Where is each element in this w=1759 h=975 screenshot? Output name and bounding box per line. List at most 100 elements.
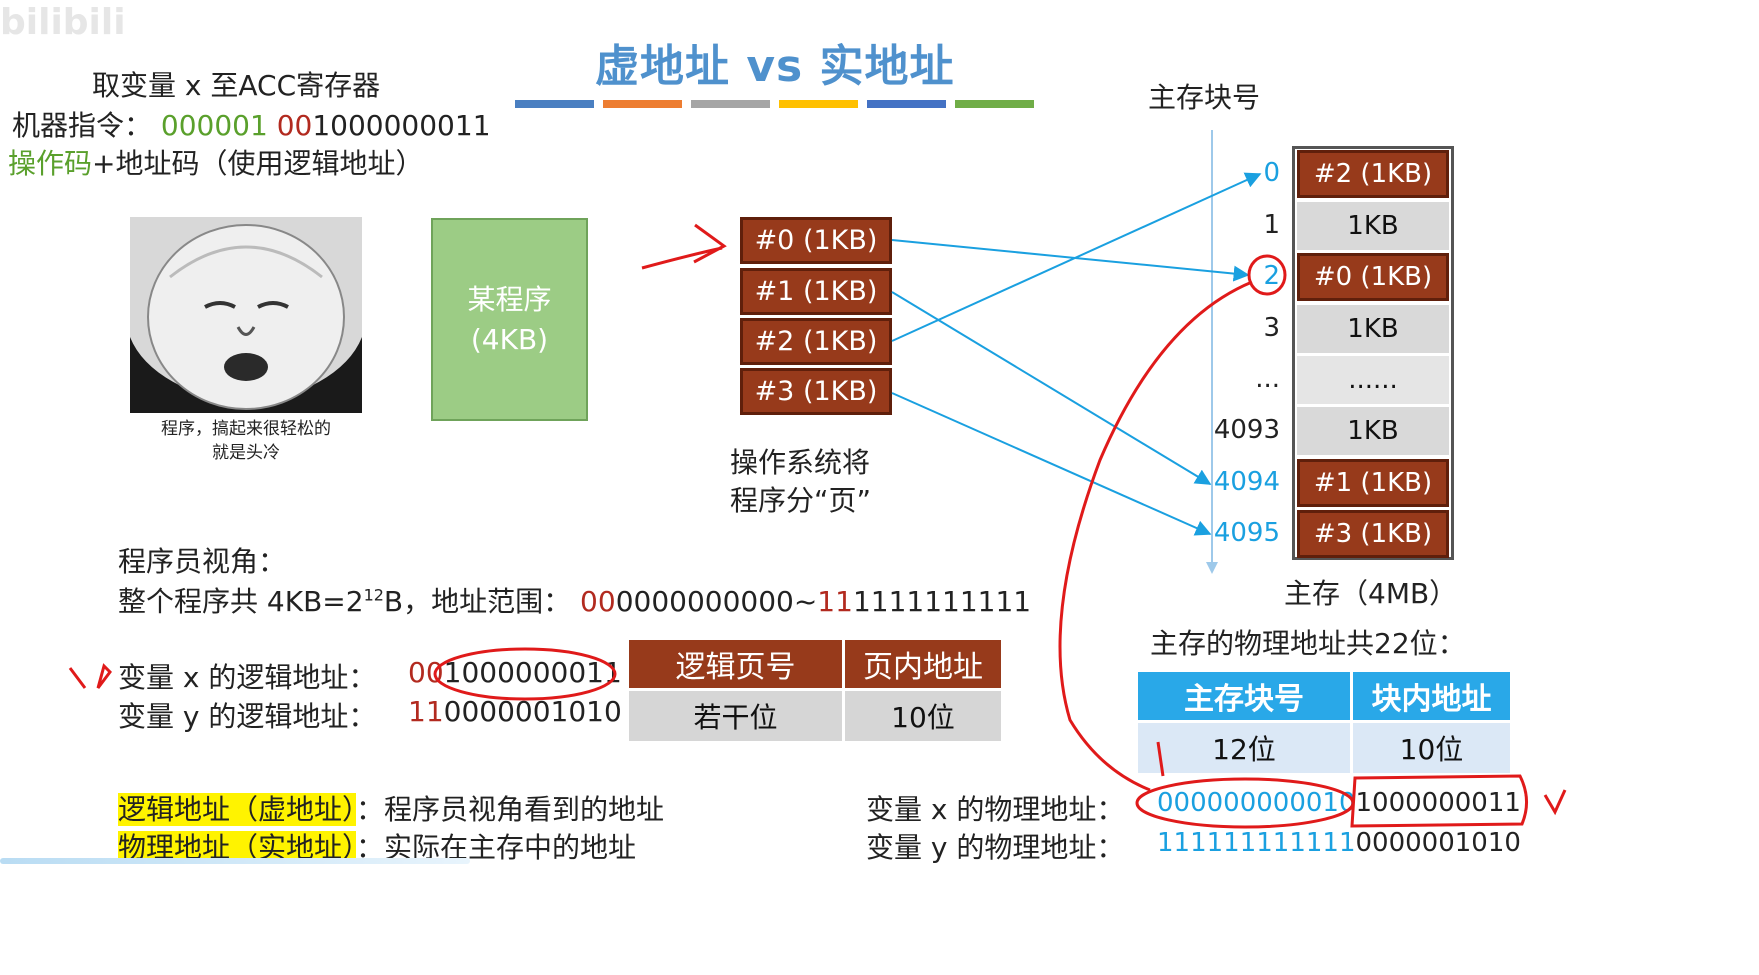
page-title: 虚地址 vs 实地址	[595, 41, 955, 92]
red-circle-physical-block-icon	[1135, 777, 1355, 829]
title-underline-segment	[691, 100, 770, 108]
instruction-line2: 机器指令： 000001 001000000011	[12, 104, 491, 144]
logical-y-red: 11	[408, 695, 444, 728]
red-curve-to-physical-icon	[1058, 280, 1253, 792]
memory-block-index: 2	[1263, 261, 1280, 291]
physical-table-header-block: 主存块号	[1138, 672, 1350, 720]
memory-block-index: ...	[1255, 364, 1280, 394]
red-pointer-arrow-icon	[641, 223, 727, 270]
logical-x-red: 00	[408, 656, 444, 689]
memory-cell: #1 (1KB)	[1297, 459, 1449, 507]
watermark: bilibili	[0, 2, 126, 43]
physical-table-cell-offset: 10位	[1353, 723, 1510, 773]
meme-face-icon	[130, 217, 362, 413]
program-box: 某程序 (4KB)	[431, 218, 588, 421]
logical-x-value: 001000000011	[408, 656, 622, 689]
logical-table-header-offset: 页内地址	[845, 640, 1001, 688]
memory-cell: 1KB	[1297, 202, 1449, 250]
memory-axis-arrow-icon	[1206, 562, 1218, 574]
memory-cell: #2 (1KB)	[1297, 150, 1449, 198]
meme-caption: 程序，搞起来很轻松的 就是头冷	[130, 417, 362, 465]
range-red2: 11	[817, 585, 853, 618]
map-arrow-1	[891, 291, 1212, 485]
physical-x-value: 0000000000101000000011	[1157, 788, 1521, 818]
definition-logical: 逻辑地址（虚地址）：程序员视角看到的地址	[118, 788, 664, 828]
pages-caption-line2: 程序分“页”	[730, 484, 872, 517]
instruction-line3: 操作码+地址码（使用逻辑地址）	[8, 142, 423, 182]
physical-table-cell-block: 12位	[1138, 723, 1350, 773]
logical-y-label: 变量 y 的逻辑地址：	[118, 700, 377, 733]
physical-y-label: 变量 y 的物理地址：	[866, 831, 1125, 864]
physical-y-value: 1111111111110000001010	[1157, 828, 1521, 858]
memory-cell: 1KB	[1297, 407, 1449, 455]
title-underline-segment	[603, 100, 682, 108]
range-blk2: 1111111111	[852, 585, 1032, 618]
map-arrow-0	[891, 239, 1250, 282]
memory-block-index: 1	[1263, 210, 1280, 240]
physical-x-blue: 000000000010	[1157, 788, 1356, 818]
memory-cell: 1KB	[1297, 305, 1449, 353]
memory-cell: #0 (1KB)	[1297, 253, 1449, 301]
logical-table-header-page: 逻辑页号	[629, 640, 842, 688]
physical-table-header-offset: 块内地址	[1353, 672, 1510, 720]
title-underline-segment	[867, 100, 946, 108]
page-box: #2 (1KB)	[740, 318, 892, 365]
logical-y-rest: 0000001010	[443, 695, 622, 728]
range-blk1: 0000000000~	[615, 585, 818, 618]
red-check-mark-icon	[1543, 789, 1567, 816]
program-box-label: 某程序	[467, 282, 552, 316]
memory-block-index: 4095	[1213, 518, 1280, 548]
memory-block-index: 0	[1263, 158, 1280, 188]
bottom-wave	[0, 858, 470, 864]
memory-caption: 主存（4MB）	[1284, 577, 1458, 610]
map-arrow-2	[891, 172, 1262, 342]
meme-caption-line2: 就是头冷	[212, 443, 280, 463]
physical-x-rest: 1000000011	[1355, 788, 1521, 818]
map-arrow-3	[891, 392, 1212, 536]
red-circle-logical-offset-icon	[433, 647, 617, 701]
red-tick-mark-icon	[68, 663, 112, 689]
red-circle-block2-icon	[1247, 254, 1287, 296]
memory-cell: ......	[1297, 356, 1449, 404]
red-bracket-physical-offset-icon	[1350, 774, 1528, 828]
pages-caption: 操作系统将 程序分“页”	[730, 444, 871, 520]
range-exponent: 12	[363, 585, 384, 605]
opcode-value: 000001	[160, 109, 268, 142]
memory-cell: #3 (1KB)	[1297, 510, 1449, 558]
definition-logical-term: 逻辑地址（虚地址）	[118, 793, 357, 826]
page-box: #3 (1KB)	[740, 368, 892, 415]
title-underline-segment	[955, 100, 1034, 108]
range-mid: B，地址范围：	[383, 585, 572, 618]
logical-x-rest: 1000000011	[443, 656, 622, 689]
definition-physical-term: 物理地址（实地址）	[118, 831, 357, 864]
meme-image: 程序，搞起来很轻松的 就是头冷	[130, 217, 362, 467]
memory-block-index: 4094	[1213, 467, 1280, 497]
programmer-view-range: 整个程序共 4KB=212B，地址范围： 000000000000~111111…	[118, 580, 1031, 620]
page-box: #0 (1KB)	[740, 217, 892, 264]
definition-physical: 物理地址（实地址）：实际在主存中的地址	[118, 826, 636, 866]
memory-block-heading: 主存块号	[1148, 81, 1261, 114]
address-red-bits: 00	[276, 109, 313, 142]
meme-caption-line1: 程序，搞起来很轻松的	[161, 419, 331, 439]
page-box: #1 (1KB)	[740, 268, 892, 315]
range-red1: 00	[580, 585, 616, 618]
title-underline-segment	[515, 100, 594, 108]
logical-y-value: 110000001010	[408, 695, 622, 728]
pages-caption-line1: 操作系统将	[730, 446, 871, 479]
memory-block-index: 4093	[1213, 415, 1280, 445]
address-code-label: +地址码（使用逻辑地址）	[92, 147, 424, 180]
physical-heading: 主存的物理地址共22位：	[1150, 627, 1466, 660]
physical-x-label: 变量 x 的物理地址：	[866, 793, 1125, 826]
title-underline-segment	[779, 100, 858, 108]
physical-y-blue: 111111111111	[1157, 828, 1356, 858]
logical-table-cell-offset: 10位	[845, 691, 1001, 741]
address-rest-bits: 1000000011	[312, 109, 491, 142]
memory-block-index: 3	[1263, 313, 1280, 343]
red-down-arrow-icon	[1156, 741, 1165, 777]
instruction-line1: 取变量 x 至ACC寄存器	[92, 69, 381, 102]
range-prefix: 整个程序共 4KB=2	[118, 585, 364, 618]
logical-table-cell-page: 若干位	[629, 691, 842, 741]
opcode-label: 操作码	[8, 147, 93, 180]
logical-x-label: 变量 x 的逻辑地址：	[118, 661, 377, 694]
